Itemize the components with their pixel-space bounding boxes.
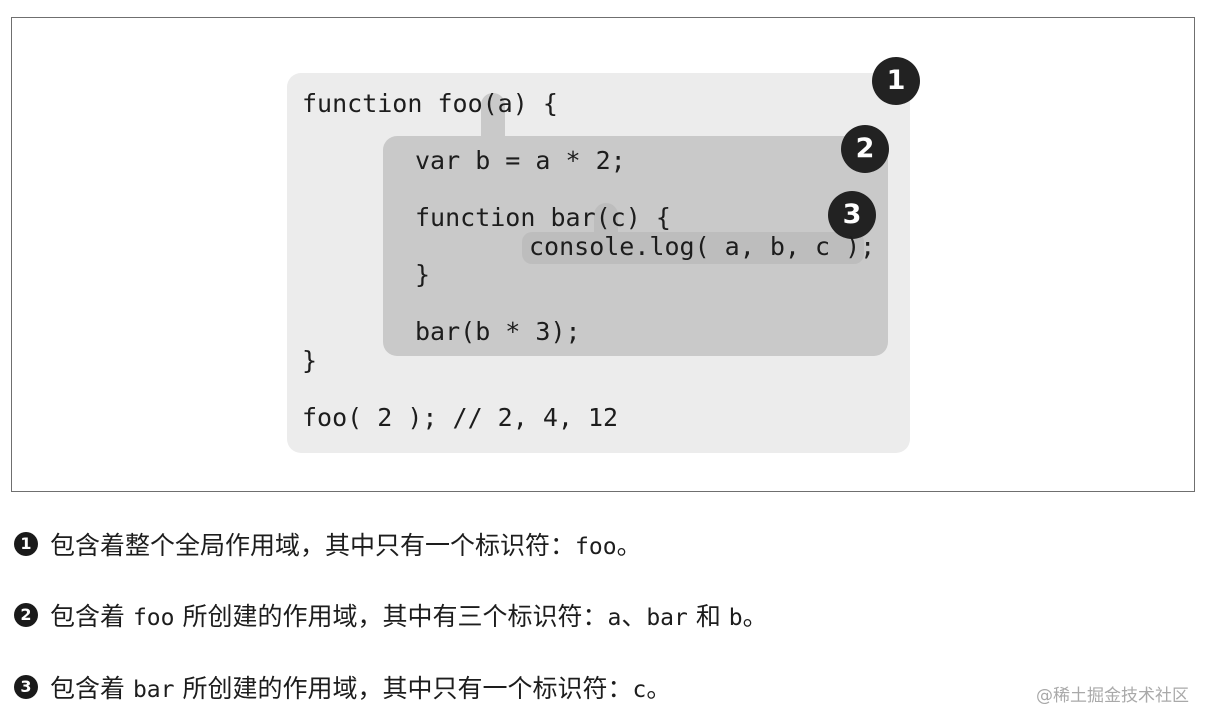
code-line-foo-declaration: function foo(a) { (302, 89, 558, 118)
scope-badge-1: 1 (872, 57, 920, 105)
identifier-b: b (728, 605, 743, 631)
code-line-bar-declaration: function bar(c) { (415, 203, 671, 232)
code-line-var-b: var b = a * 2; (415, 146, 626, 175)
note-marker-3: 3 (14, 675, 38, 699)
identifier-foo: foo (575, 534, 617, 560)
note-text: 包含着 foo 所创建的作用域，其中有三个标识符：a、bar 和 b。 (50, 602, 768, 631)
note-scope-1: 1 包含着整个全局作用域，其中只有一个标识符：foo。 (14, 528, 642, 560)
identifier-bar: bar (646, 605, 688, 631)
code-line-console-log: console.log( a, b, c ); (529, 232, 876, 261)
note-scope-3: 3 包含着 bar 所创建的作用域，其中只有一个标识符：c。 (14, 671, 671, 703)
scope-bubble-3-tab (594, 203, 618, 237)
identifier-bar: bar (132, 677, 175, 703)
code-line-bar-close: } (415, 260, 431, 289)
note-marker-1: 1 (14, 532, 38, 556)
identifier-foo: foo (132, 605, 175, 631)
code-line-bar-call: bar(b * 3); (415, 317, 581, 346)
note-scope-2: 2 包含着 foo 所创建的作用域，其中有三个标识符：a、bar 和 b。 (14, 599, 768, 631)
scope-badge-3: 3 (828, 191, 876, 239)
scope-bubble-3 (522, 232, 864, 264)
note-marker-2: 2 (14, 603, 38, 627)
watermark: @稀土掘金技术社区 (1036, 686, 1189, 706)
code-line-foo-close: } (302, 346, 318, 375)
note-text: 包含着整个全局作用域，其中只有一个标识符：foo。 (50, 531, 642, 560)
scope-badge-2: 2 (841, 125, 889, 173)
identifier-a: a (607, 605, 622, 631)
scope-bubble-2-tab (481, 93, 505, 141)
code-line-foo-call: foo( 2 ); // 2, 4, 12 (302, 403, 619, 432)
identifier-c: c (632, 677, 647, 703)
note-text: 包含着 bar 所创建的作用域，其中只有一个标识符：c。 (50, 674, 672, 703)
